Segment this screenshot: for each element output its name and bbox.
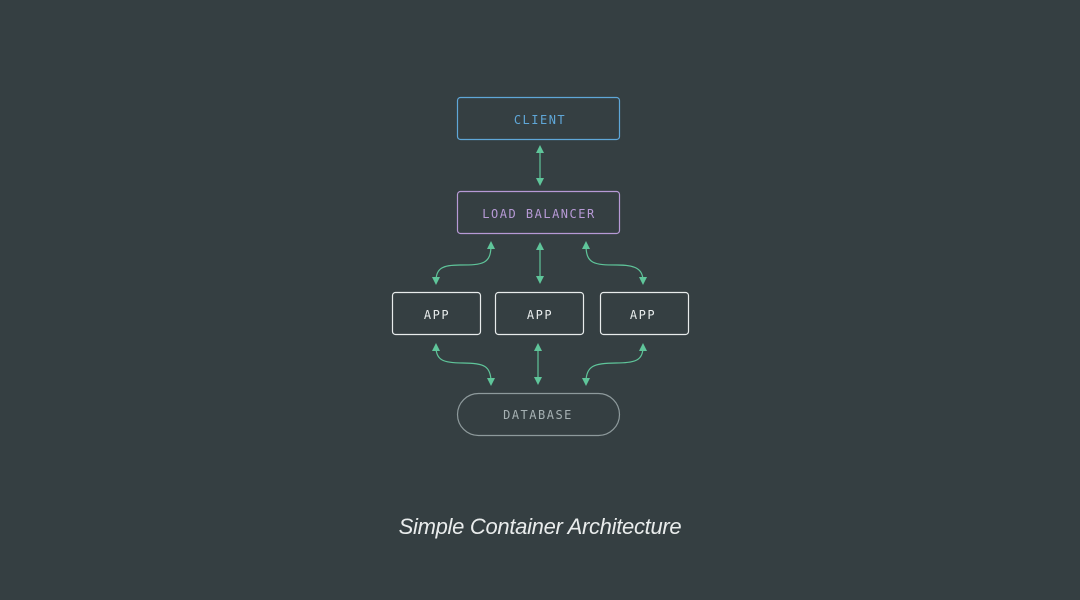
client-node: CLIENT [456, 96, 621, 141]
app-node-3: APP [599, 291, 690, 336]
database-node: DATABASE [456, 392, 621, 437]
client-label: CLIENT [514, 113, 566, 127]
app-label-2: APP [527, 308, 553, 322]
app-node-1: APP [391, 291, 482, 336]
load-balancer-box [456, 190, 621, 235]
load-balancer-label: LOAD BALANCER [482, 207, 595, 221]
load-balancer-node: LOAD BALANCER [456, 190, 621, 235]
app-node-2: APP [494, 291, 585, 336]
app-box-3 [599, 291, 690, 336]
edges [432, 145, 647, 386]
edge-load-balancer-app-3 [582, 241, 647, 285]
diagram-caption: Simple Container Architecture [398, 514, 682, 539]
app-box-2 [494, 291, 585, 336]
app-label-1: APP [424, 308, 450, 322]
client-box [456, 96, 621, 141]
edge-app-1-database [432, 343, 495, 386]
app-box-1 [391, 291, 482, 336]
database-label: DATABASE [503, 408, 573, 422]
app-label-3: APP [630, 308, 656, 322]
edge-load-balancer-app-1 [432, 241, 495, 285]
edge-app-3-database [582, 343, 647, 386]
database-box [456, 392, 621, 437]
